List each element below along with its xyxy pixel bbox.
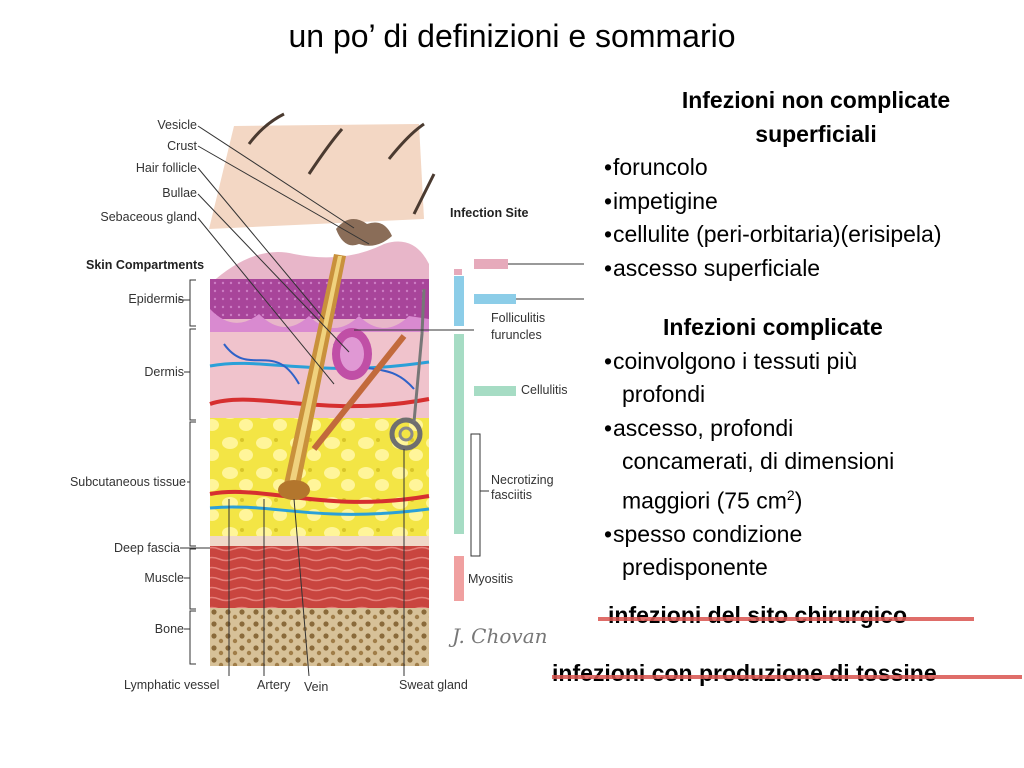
complicated-item-1-line1: coinvolgono i tessuti più — [613, 345, 1024, 379]
list-item: • ascesso, profondi concamerati, di dime… — [598, 412, 1024, 518]
label-vesicle: Vesicle — [92, 118, 197, 132]
slide-title: un po’ di definizioni e sommario — [0, 18, 1024, 55]
label-bone: Bone — [84, 622, 184, 636]
label-furuncles: furuncles — [491, 328, 542, 342]
list-item: • spesso condizione predisponente — [598, 518, 1024, 585]
struck-item-surgical-site: infezioni del sito chirurgico — [608, 602, 907, 629]
label-necrotizing: Necrotizing — [491, 473, 554, 487]
list-item: •cellulite (peri-orbitaria)(erisipela) — [598, 218, 1024, 252]
strikethrough-line-1 — [598, 617, 974, 621]
label-myositis: Myositis — [468, 572, 513, 586]
label-muscle: Muscle — [84, 571, 184, 585]
label-sweat-gland: Sweat gland — [399, 678, 468, 692]
bullet-glyph: • — [604, 185, 612, 219]
complicated-item-2-line3: maggiori (75 cm2) — [613, 479, 1024, 518]
label-epidermis: Epidermis — [84, 292, 184, 306]
complicated-heading: Infezioni complicate — [598, 311, 1024, 345]
list-item: •ascesso superficiale — [598, 252, 1024, 286]
bullet-glyph: • — [604, 252, 612, 286]
uncomplicated-item-1: foruncolo — [613, 154, 708, 180]
skin-compartments-title: Skin Compartments — [86, 258, 204, 272]
bullet-glyph: • — [604, 151, 612, 185]
complicated-item-2-line2: concamerati, di dimensioni — [613, 445, 1024, 479]
label-crust: Crust — [92, 139, 197, 153]
uncomplicated-item-3: cellulite (peri-orbitaria)(erisipela) — [613, 221, 942, 247]
size-prefix: maggiori (75 cm — [622, 487, 787, 513]
infection-site-title: Infection Site — [450, 206, 528, 220]
complicated-item-2-line1: ascesso, profondi — [613, 412, 1024, 446]
bullet-glyph: • — [604, 518, 612, 552]
label-sebaceous-gland: Sebaceous gland — [84, 210, 197, 224]
uncomplicated-heading-line2: superficiali — [598, 118, 1024, 152]
illustrator-signature: J. Chovan — [452, 624, 548, 648]
struck-item-toxin-producing: infezioni con produzione di tossine — [552, 660, 937, 687]
list-item: •foruncolo — [598, 151, 1024, 185]
complicated-item-3-line2: predisponente — [613, 551, 1024, 585]
label-hair-follicle: Hair follicle — [92, 161, 197, 175]
label-folliculitis: Folliculitis — [491, 311, 545, 325]
label-artery: Artery — [257, 678, 290, 692]
list-item: •impetigine — [598, 185, 1024, 219]
complicated-item-3-line1: spesso condizione — [613, 518, 1024, 552]
definitions-panel: Infezioni non complicate superficiali •f… — [598, 84, 1024, 585]
bullet-glyph: • — [604, 412, 612, 446]
label-fasciitis: fasciitis — [491, 488, 532, 502]
complicated-item-1-line2: profondi — [613, 378, 1024, 412]
label-vein: Vein — [304, 680, 328, 694]
bullet-glyph: • — [604, 218, 612, 252]
bullet-glyph: • — [604, 345, 612, 379]
strikethrough-line-2 — [552, 675, 1022, 679]
label-lymphatic-vessel: Lymphatic vessel — [124, 678, 219, 692]
label-dermis: Dermis — [84, 365, 184, 379]
uncomplicated-item-2: impetigine — [613, 188, 718, 214]
size-exponent: 2 — [787, 487, 795, 503]
label-bullae: Bullae — [92, 186, 197, 200]
label-deep-fascia: Deep fascia — [84, 541, 180, 555]
size-suffix: ) — [795, 487, 803, 513]
list-item: • coinvolgono i tessuti più profondi — [598, 345, 1024, 412]
uncomplicated-item-4: ascesso superficiale — [613, 255, 820, 281]
uncomplicated-heading-line1: Infezioni non complicate — [598, 84, 1024, 118]
label-subcutaneous-tissue: Subcutaneous tissue — [54, 475, 186, 489]
skin-anatomy-figure: Vesicle Crust Hair follicle Bullae Sebac… — [84, 104, 584, 704]
label-cellulitis: Cellulitis — [521, 383, 568, 397]
